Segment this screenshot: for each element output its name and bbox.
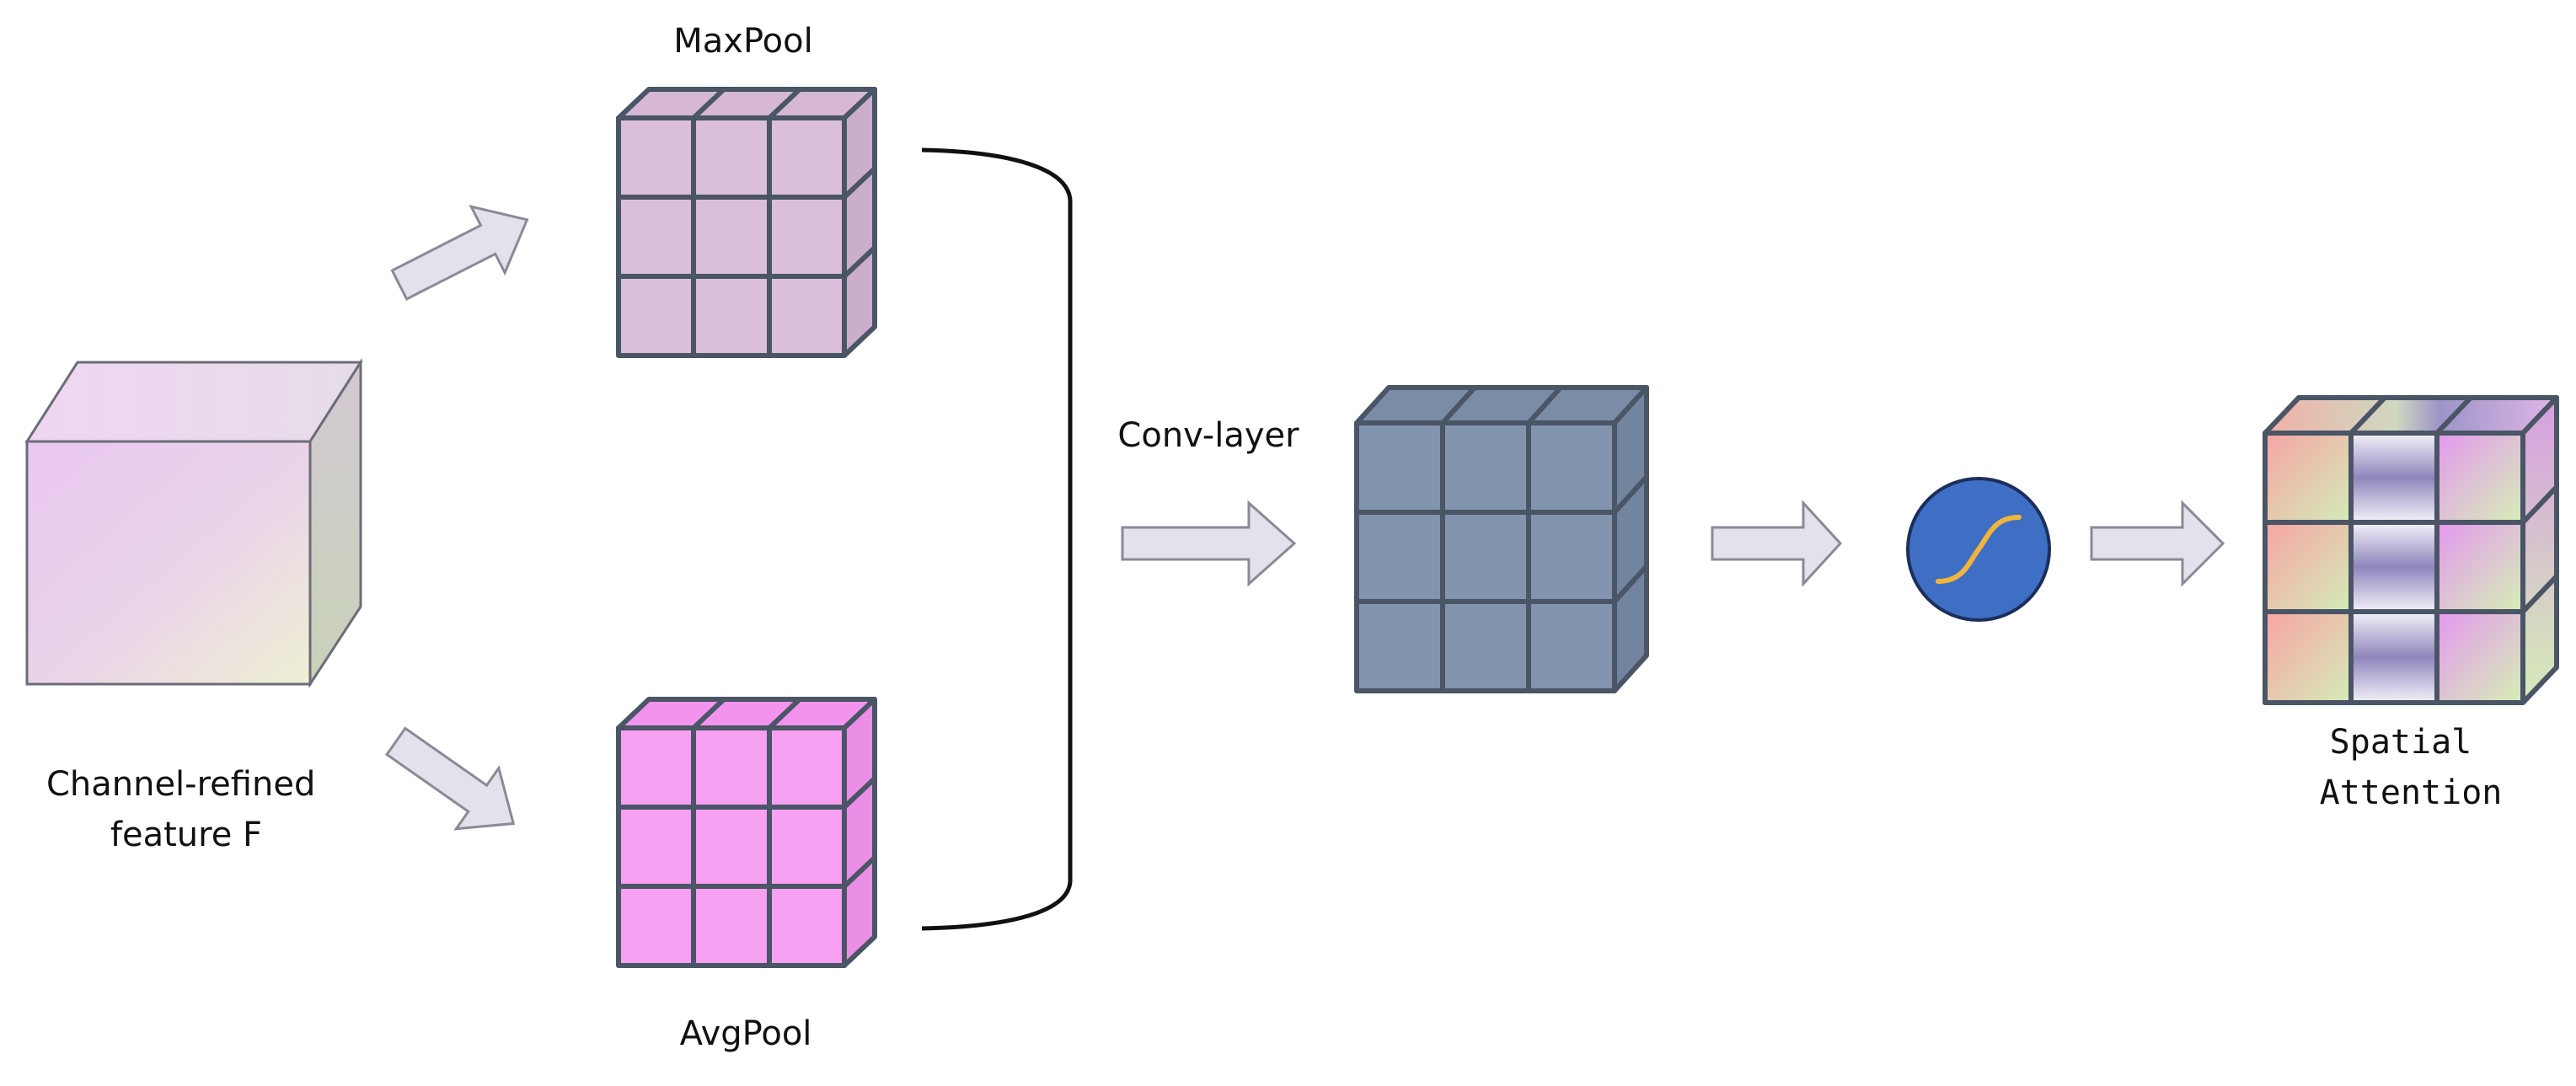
output-label-line-1: Spatial: [2330, 723, 2472, 762]
spatial-attention-cube: [2263, 395, 2559, 705]
output-label: Spatial Attention: [2320, 723, 2503, 812]
arrow-to-sigmoid: [1711, 500, 1843, 587]
conv-label: Conv-layer: [1117, 416, 1299, 455]
arrow-to-avgpool: [385, 726, 516, 831]
conv-output-cube: [1354, 385, 1649, 693]
input-label-line-2: feature F: [110, 816, 262, 854]
input-label-line-1: Channel-refined: [46, 765, 315, 804]
output-label-line-2: Attention: [2320, 773, 2503, 812]
concat-bracket: [921, 147, 1073, 931]
arrow-to-maxpool: [390, 205, 529, 301]
maxpool-label: MaxPool: [673, 22, 812, 61]
arrow-to-conv: [1121, 500, 1297, 587]
avgpool-cube: [616, 697, 877, 968]
input-label: Channel-refined feature F: [46, 765, 326, 854]
maxpool-cube: [616, 87, 877, 358]
avgpool-label: AvgPool: [680, 1014, 812, 1053]
input-feature-cube: [24, 357, 363, 689]
sigmoid-icon: [1906, 477, 2051, 622]
arrow-to-output: [2090, 500, 2225, 587]
